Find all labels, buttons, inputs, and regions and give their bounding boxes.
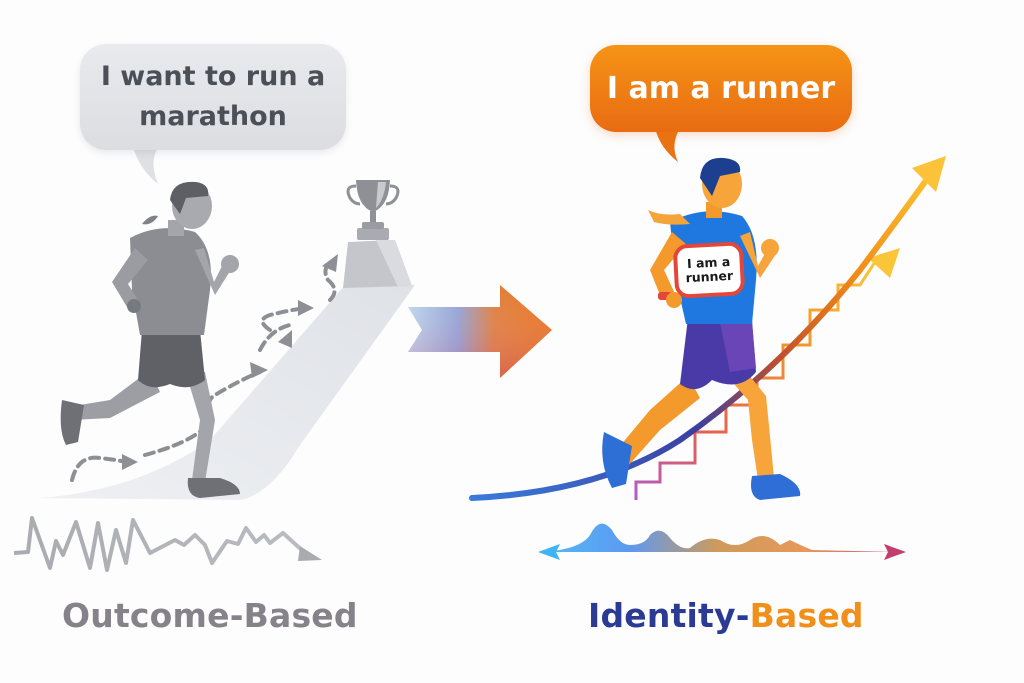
right-bubble-tail	[655, 128, 680, 162]
stairs-arrowhead	[868, 248, 900, 278]
identity-caption-part2: Based	[749, 596, 864, 635]
ramp	[40, 285, 415, 500]
bib-line2: runner	[685, 267, 734, 286]
outcome-based-caption: Outcome-Based	[62, 596, 358, 635]
gray-runner-icon	[60, 181, 240, 498]
zigzag-arrowhead	[298, 546, 322, 561]
double-arrow-right-head	[884, 544, 906, 560]
double-arrow-left-head	[538, 544, 560, 560]
smooth-wave	[540, 523, 895, 552]
dashed-path-arrowheads	[122, 254, 338, 470]
rising-curve	[469, 169, 935, 501]
identity-speech-bubble: I am a runner	[590, 45, 852, 132]
trophy-icon	[343, 180, 412, 288]
runner-bib: I am a runner	[672, 241, 746, 299]
outcome-bubble-line2: marathon	[139, 101, 287, 132]
zigzag-line	[13, 516, 307, 572]
outcome-speech-bubble: I want to run a marathon	[80, 44, 346, 150]
left-bubble-tail	[132, 145, 160, 184]
identity-based-caption: Identity-Based	[588, 596, 864, 635]
rising-curve-arrowhead	[912, 156, 946, 192]
outcome-bubble-line1: I want to run a	[100, 61, 326, 92]
colorful-runner-icon	[602, 157, 801, 500]
identity-caption-part1: Identity-	[588, 596, 750, 635]
identity-bubble-text: I am a runner	[606, 71, 836, 106]
transition-arrow-icon	[408, 285, 552, 378]
